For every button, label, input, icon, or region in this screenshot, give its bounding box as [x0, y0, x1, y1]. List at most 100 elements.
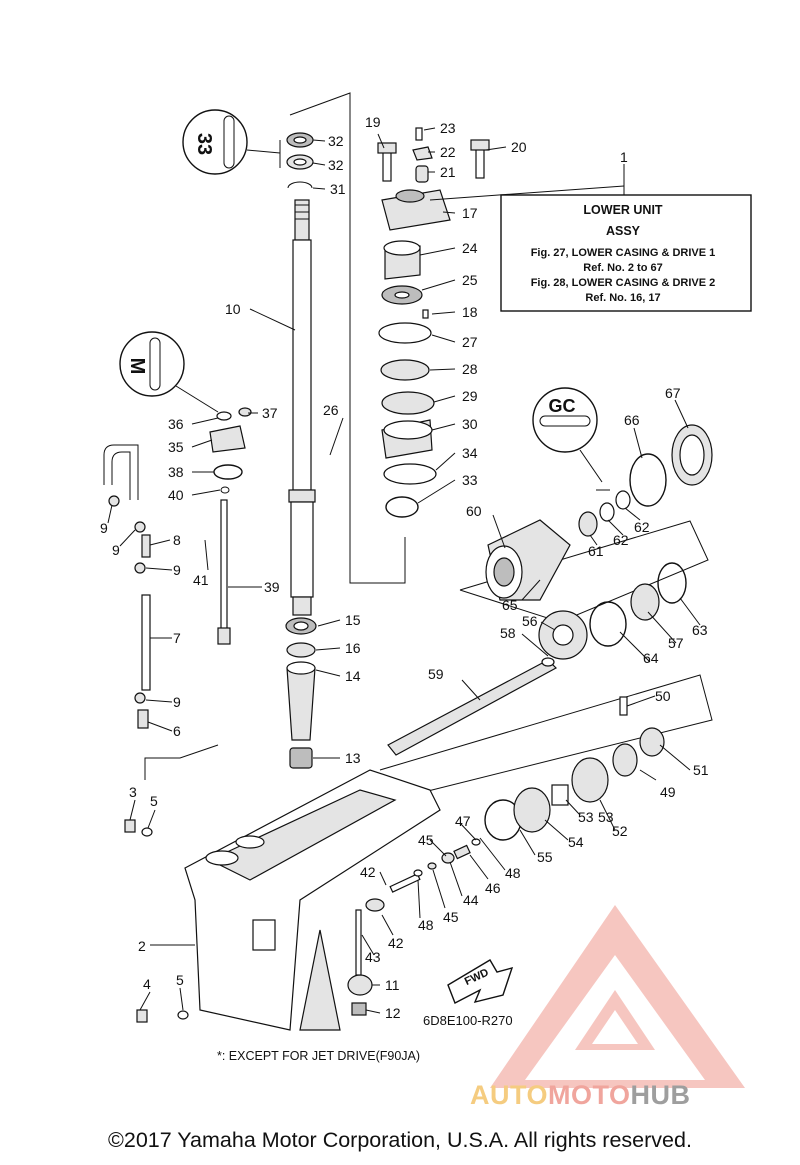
callout-62b: 62: [634, 519, 650, 535]
callout-25: 25: [462, 272, 478, 288]
callout-33: 33: [462, 472, 478, 488]
lower-casing: [184, 769, 441, 1031]
callout-20: 20: [511, 139, 527, 155]
callout-41: 41: [193, 572, 209, 588]
propeller-shaft-assembly: [387, 424, 713, 756]
callout-numbers: 1 2 3 4 5 5 6 7 8 9 9 9 9 10 11 12 13 14…: [100, 114, 709, 1021]
gear-assembly: [124, 696, 665, 1023]
callout-53b: 53: [598, 809, 614, 825]
callout-11: 11: [385, 977, 400, 993]
callout-40: 40: [168, 487, 184, 503]
callout-54: 54: [568, 834, 584, 850]
callout-63: 63: [692, 622, 708, 638]
watermark-text: AUTOMOTOHUB: [470, 1080, 691, 1111]
callout-64: 64: [643, 650, 659, 666]
callout-1: 1: [620, 149, 628, 165]
callout-60: 60: [466, 503, 482, 519]
callout-23: 23: [440, 120, 456, 136]
callout-58: 58: [500, 625, 516, 641]
callout-47: 47: [455, 813, 471, 829]
sealant-icon: M: [119, 331, 219, 413]
drawing-code: 6D8E100-R270: [423, 1013, 513, 1028]
watermark-part-moto: MOTO: [548, 1080, 631, 1110]
callout-16: 16: [345, 640, 361, 656]
callout-13: 13: [345, 750, 361, 766]
callout-65: 65: [502, 597, 518, 613]
callout-39: 39: [264, 579, 280, 595]
callout-5a: 5: [150, 793, 158, 809]
callout-24: 24: [462, 240, 478, 256]
callout-57: 57: [668, 635, 684, 651]
callout-31: 31: [330, 181, 346, 197]
callout-9c: 9: [173, 562, 181, 578]
callout-17: 17: [462, 205, 478, 221]
callout-19: 19: [365, 114, 381, 130]
svg-text:33: 33: [193, 133, 215, 155]
callout-46: 46: [485, 880, 501, 896]
callout-50: 50: [655, 688, 671, 704]
callout-3: 3: [129, 784, 137, 800]
callout-29: 29: [462, 388, 478, 404]
callout-51: 51: [693, 762, 709, 778]
callout-6: 6: [173, 723, 181, 739]
leader-lines: [107, 127, 701, 1014]
reference-line-4: Ref. No. 16, 17: [585, 292, 660, 304]
fwd-arrow: FWD: [447, 959, 514, 1004]
callout-43: 43: [365, 949, 381, 965]
callout-42b: 42: [388, 935, 404, 951]
callout-61: 61: [588, 543, 604, 559]
callout-32a: 32: [328, 133, 344, 149]
callout-2: 2: [138, 938, 146, 954]
callout-59: 59: [428, 666, 444, 682]
callout-42a: 42: [360, 864, 376, 880]
threadlock-icon: 33: [182, 109, 281, 175]
reference-title-2: ASSY: [606, 224, 641, 238]
callout-26: 26: [323, 402, 339, 418]
callout-30: 30: [462, 416, 478, 432]
callout-9a: 9: [100, 520, 108, 536]
callout-7: 7: [173, 630, 181, 646]
callout-8: 8: [173, 532, 181, 548]
water-pump-assembly: [377, 127, 490, 518]
callout-37: 37: [262, 405, 278, 421]
svg-text:M: M: [126, 358, 148, 375]
callout-48a: 48: [418, 917, 434, 933]
callout-27: 27: [462, 334, 478, 350]
callout-32b: 32: [328, 157, 344, 173]
reference-line-3: Fig. 28, LOWER CASING & DRIVE 2: [531, 277, 716, 289]
callout-45b: 45: [443, 909, 459, 925]
callout-14: 14: [345, 668, 361, 684]
callout-9d: 9: [173, 694, 181, 710]
callout-49: 49: [660, 784, 676, 800]
reference-line-2: Ref. No. 2 to 67: [583, 262, 662, 274]
grease-icon: GC: [532, 387, 610, 491]
watermark-part-hub: HUB: [630, 1080, 691, 1110]
callout-48b: 48: [505, 865, 521, 881]
reference-title-1: LOWER UNIT: [583, 203, 663, 217]
shaft-bearings: [285, 132, 317, 769]
svg-text:GC: GC: [549, 396, 576, 416]
footnote: *: EXCEPT FOR JET DRIVE(F90JA): [217, 1049, 420, 1063]
drive-shaft: [288, 199, 316, 616]
callout-56: 56: [522, 613, 538, 629]
callout-21: 21: [440, 164, 456, 180]
callout-53a: 53: [578, 809, 594, 825]
callout-5b: 5: [176, 972, 184, 988]
copyright-notice: ©2017 Yamaha Motor Corporation, U.S.A. A…: [108, 1128, 692, 1152]
callout-55: 55: [537, 849, 553, 865]
reference-box: LOWER UNIT ASSY Fig. 27, LOWER CASING & …: [500, 164, 752, 312]
watermark-part-auto: AUTO: [470, 1080, 549, 1110]
callout-67: 67: [665, 385, 681, 401]
callout-10: 10: [225, 301, 241, 317]
callout-62a: 62: [613, 532, 629, 548]
watermark-logo: [490, 905, 745, 1088]
callout-52: 52: [612, 823, 628, 839]
callout-9b: 9: [112, 542, 120, 558]
callout-66: 66: [624, 412, 640, 428]
assembly-brackets: [144, 92, 713, 796]
callout-15: 15: [345, 612, 361, 628]
callout-18: 18: [462, 304, 478, 320]
callout-36: 36: [168, 416, 184, 432]
callout-28: 28: [462, 361, 478, 377]
